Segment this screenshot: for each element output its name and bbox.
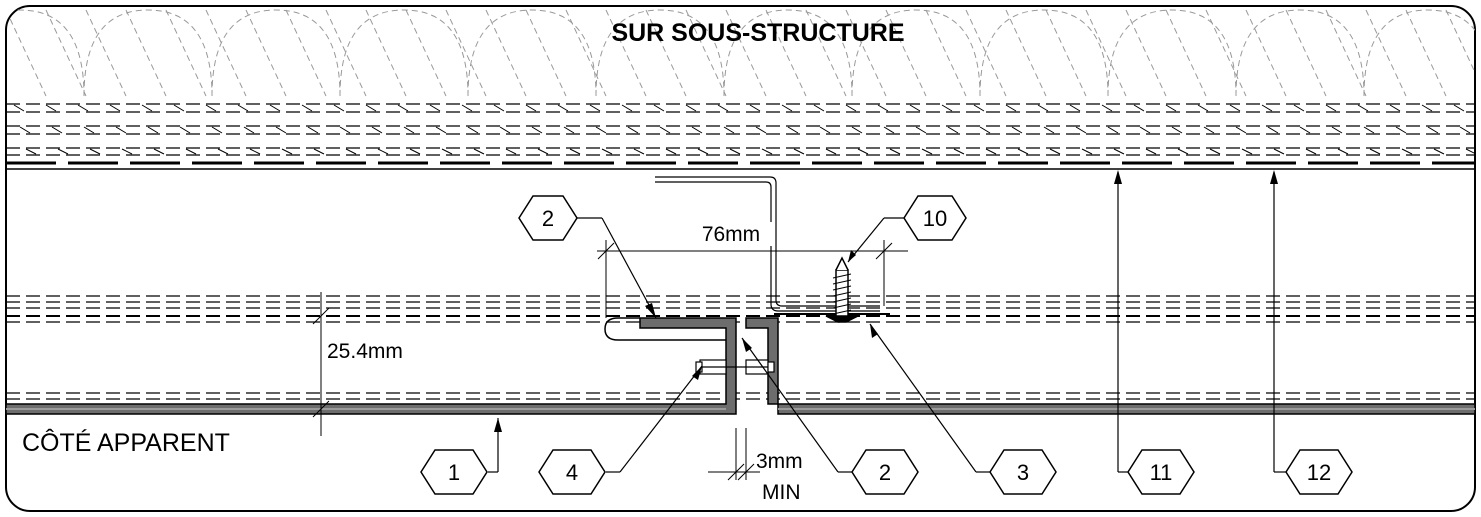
substrate-hatch bbox=[13, 104, 1475, 155]
insulation-pattern bbox=[6, 9, 1475, 97]
svg-text:11: 11 bbox=[1150, 460, 1173, 485]
z-bracket bbox=[655, 176, 880, 307]
dimension-gap-qualifier: MIN bbox=[762, 481, 801, 504]
svg-text:1: 1 bbox=[448, 460, 460, 485]
svg-text:10: 10 bbox=[923, 206, 947, 231]
callout-tag: 12 bbox=[1285, 449, 1353, 495]
dimension-3mm bbox=[708, 428, 760, 481]
dimension-25mm bbox=[312, 292, 330, 436]
callout-tag: 3 bbox=[989, 449, 1057, 495]
dimension-gap: 3mm bbox=[756, 450, 803, 473]
svg-text:3: 3 bbox=[1017, 460, 1029, 485]
svg-text:2: 2 bbox=[542, 206, 554, 231]
callout-tag: 1 bbox=[420, 449, 488, 495]
subframe-lines bbox=[6, 295, 1475, 400]
svg-text:4: 4 bbox=[566, 460, 578, 485]
exposed-side-label: CÔTÉ APPARENT bbox=[22, 428, 230, 457]
bolt bbox=[695, 359, 775, 375]
hem-clip bbox=[604, 317, 726, 341]
callout-tag: 4 bbox=[538, 449, 606, 495]
drawing-title: SUR SOUS-STRUCTURE bbox=[611, 19, 904, 47]
callout-arrowheads bbox=[494, 170, 1278, 432]
callout-tag: 2 bbox=[851, 449, 919, 495]
svg-text:2: 2 bbox=[879, 460, 891, 485]
drawing-frame bbox=[5, 5, 1476, 512]
dimension-height: 25.4mm bbox=[327, 340, 403, 363]
dimension-width: 76mm bbox=[702, 223, 760, 246]
callout-leaders bbox=[488, 172, 1286, 473]
svg-text:12: 12 bbox=[1307, 460, 1331, 485]
callout-tag: 2 bbox=[518, 195, 578, 241]
substrate-layers bbox=[6, 103, 1475, 170]
dimension-76mm bbox=[597, 240, 908, 318]
callout-tag: 10 bbox=[903, 195, 967, 241]
callout-tag: 11 bbox=[1127, 449, 1195, 495]
